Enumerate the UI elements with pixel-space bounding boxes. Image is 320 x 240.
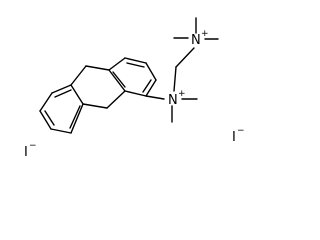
positive-charge-label: +: [201, 29, 209, 39]
nitrogen-label: N: [191, 33, 201, 48]
atom-n-lower: N +: [168, 89, 186, 108]
iodide-ion-right: I −: [232, 126, 245, 145]
positive-charge-label: +: [178, 89, 186, 99]
chemical-structure: N + N + I − I −: [24, 17, 245, 160]
nitrogen-label: N: [168, 93, 178, 108]
iodine-label: I: [24, 145, 28, 160]
bond-network: [39, 17, 219, 134]
negative-charge-label: −: [29, 141, 37, 151]
iodide-ion-left: I −: [24, 141, 37, 160]
atom-n-upper: N +: [191, 29, 209, 48]
negative-charge-label: −: [237, 126, 245, 136]
iodine-label: I: [232, 130, 236, 145]
